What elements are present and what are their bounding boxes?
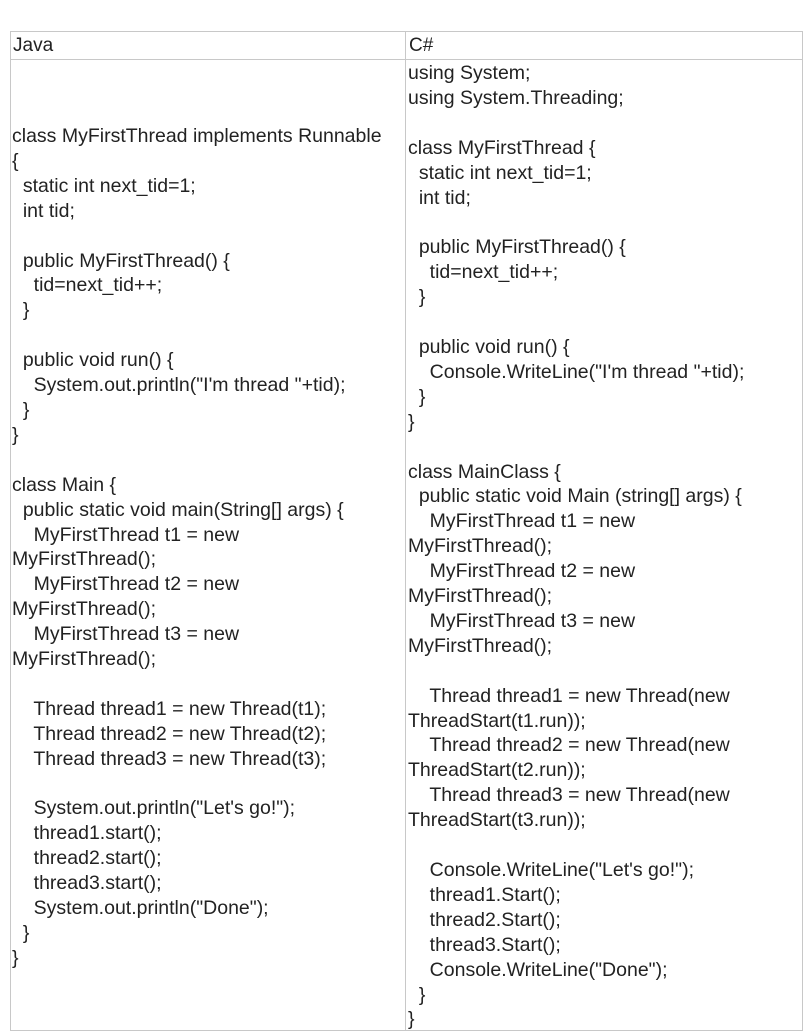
header-csharp: C# xyxy=(409,35,434,56)
header-java: Java xyxy=(13,35,54,56)
java-code-cell: class MyFirstThread implements Runnable … xyxy=(12,125,382,969)
comparison-table: Java C# class MyFirstThread implements R… xyxy=(10,31,803,1031)
csharp-code-cell: using System; using System.Threading; cl… xyxy=(408,62,745,1031)
column-divider xyxy=(405,32,406,1030)
table-header-row: Java C# xyxy=(11,32,802,60)
